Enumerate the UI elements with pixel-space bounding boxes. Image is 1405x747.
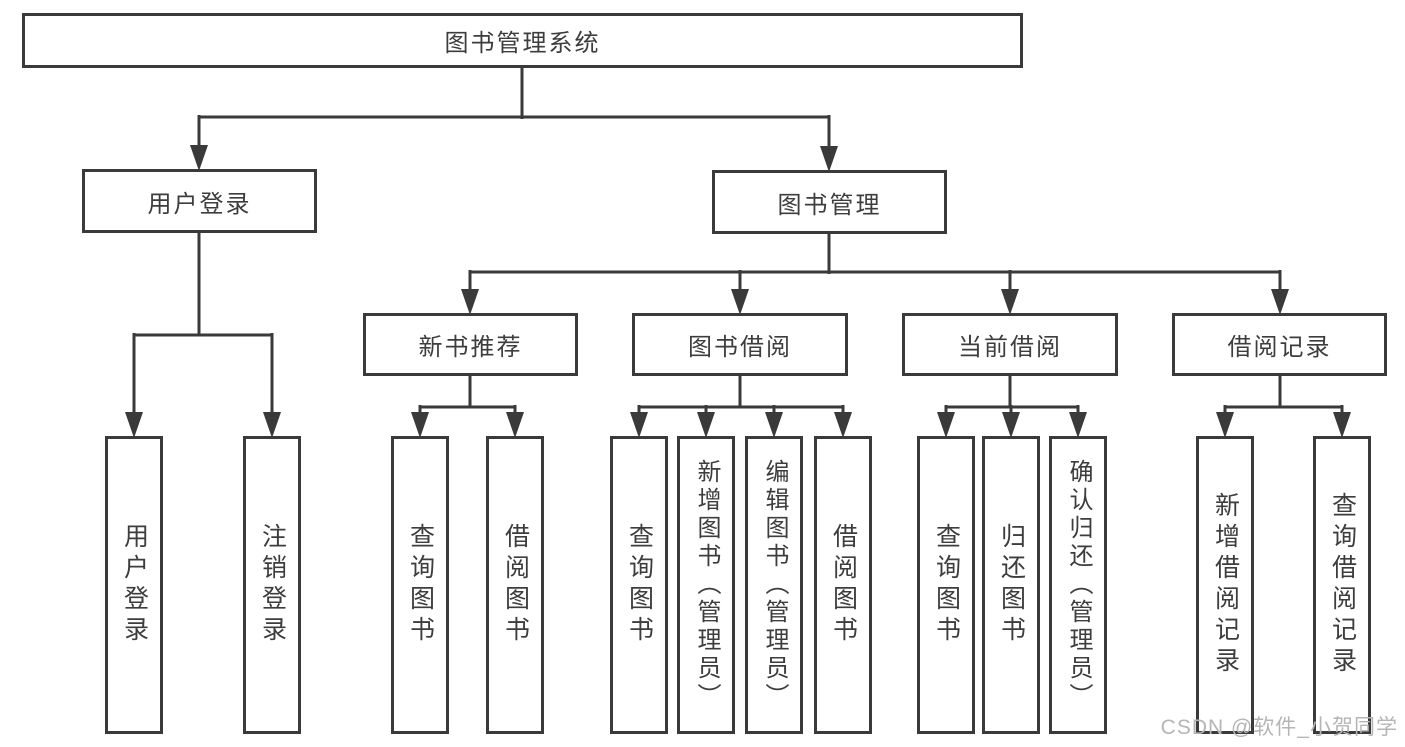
leaf-current-return-books: 归还图书 (982, 436, 1040, 734)
leaf-current-query-books: 查询图书 (917, 436, 975, 734)
leaf-user-login: 用户登录 (105, 436, 163, 734)
node-current-borrow: 当前借阅 (902, 313, 1118, 376)
arrowheads (125, 145, 1351, 438)
node-book-management: 图书管理 (712, 170, 947, 234)
leaf-user-login-label: 用户登录 (120, 523, 149, 647)
leaf-borrow-add-books-admin-label: 新增图书（管理员） (693, 459, 720, 711)
csdn-watermark: CSDN @软件_小贺同学 (1160, 716, 1398, 739)
leaf-recommend-query-books: 查询图书 (391, 436, 449, 734)
leaf-logout: 注销登录 (243, 436, 301, 734)
leaf-borrow-borrow-books: 借阅图书 (814, 436, 872, 734)
leaf-records-add-borrow-record-label: 新增借阅记录 (1211, 492, 1240, 678)
leaf-current-confirm-return-admin-label: 确认归还（管理员） (1065, 459, 1092, 711)
node-new-book-recommend-label: 新书推荐 (418, 334, 523, 361)
leaf-recommend-borrow-books: 借阅图书 (486, 436, 544, 734)
leaf-current-query-books-label: 查询图书 (932, 523, 961, 647)
leaf-borrow-borrow-books-label: 借阅图书 (829, 523, 858, 647)
node-borrow-records: 借阅记录 (1172, 313, 1387, 376)
node-borrow-records-label: 借阅记录 (1227, 334, 1332, 361)
leaf-records-add-borrow-record: 新增借阅记录 (1196, 436, 1254, 734)
node-user-login: 用户登录 (82, 169, 317, 233)
node-root: 图书管理系统 (22, 13, 1023, 68)
node-user-login-label: 用户登录 (147, 190, 252, 218)
node-root-label: 图书管理系统 (444, 30, 601, 57)
leaf-recommend-query-books-label: 查询图书 (406, 523, 435, 647)
leaf-borrow-query-books-label: 查询图书 (625, 523, 654, 647)
node-new-book-recommend: 新书推荐 (363, 313, 578, 376)
leaf-records-query-borrow-record-label: 查询借阅记录 (1328, 492, 1357, 678)
node-book-borrow-label: 图书借阅 (688, 334, 792, 361)
leaf-current-confirm-return-admin: 确认归还（管理员） (1049, 436, 1107, 734)
leaf-records-query-borrow-record: 查询借阅记录 (1313, 436, 1371, 734)
leaf-current-return-books-label: 归还图书 (997, 523, 1026, 647)
leaf-borrow-query-books: 查询图书 (610, 436, 668, 734)
leaf-borrow-edit-books-admin: 编辑图书（管理员） (745, 436, 803, 734)
node-book-management-label: 图书管理 (777, 191, 882, 219)
leaf-recommend-borrow-books-label: 借阅图书 (501, 523, 530, 647)
leaf-logout-label: 注销登录 (258, 523, 287, 647)
node-current-borrow-label: 当前借阅 (958, 334, 1062, 361)
node-book-borrow: 图书借阅 (632, 313, 848, 376)
leaf-borrow-add-books-admin: 新增图书（管理员） (677, 436, 735, 734)
leaf-borrow-edit-books-admin-label: 编辑图书（管理员） (761, 459, 788, 711)
